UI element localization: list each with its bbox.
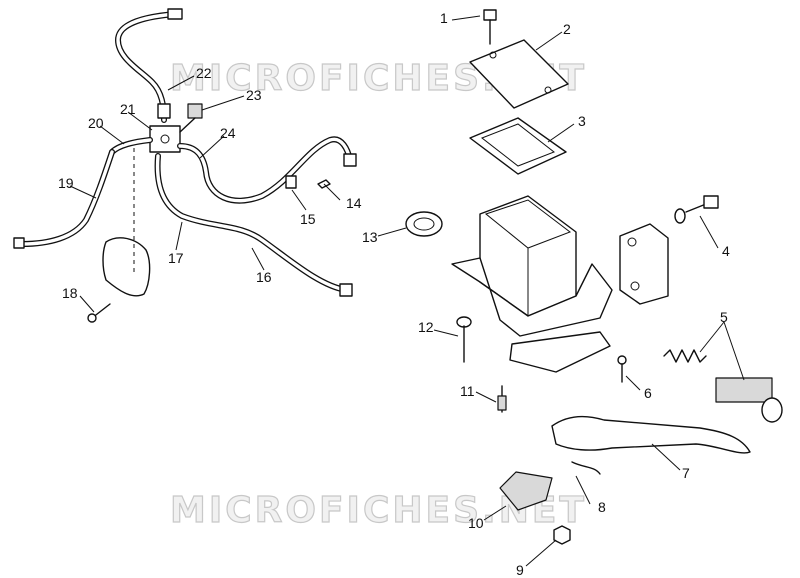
callout-24: 24 (220, 125, 236, 141)
screw-12 (456, 316, 472, 363)
fitting-19-end (13, 237, 25, 249)
fitting-22-bottom (157, 103, 171, 119)
adjuster-10 (499, 471, 553, 511)
callout-22: 22 (196, 65, 212, 81)
callout-3: 3 (578, 113, 586, 129)
hose-17-16 (154, 153, 353, 297)
callout-20: 20 (88, 115, 104, 131)
bolt-18 (87, 303, 111, 323)
callout-7: 7 (682, 465, 690, 481)
diaphragm-3 (469, 117, 567, 175)
brake-switch-23 (179, 103, 203, 133)
callout-5: 5 (720, 309, 728, 325)
leader-lines (69, 15, 745, 567)
master-cylinder-assembly (405, 9, 783, 545)
lever-bracket (509, 331, 611, 373)
hose-24 (177, 136, 357, 204)
hose-22 (115, 8, 183, 123)
callout-13: 13 (362, 229, 378, 245)
callout-23: 23 (246, 87, 262, 103)
clamp-body (451, 257, 613, 337)
callout-labels: 1 2 3 4 5 6 7 8 9 10 11 12 13 14 15 16 1… (58, 10, 730, 578)
callout-8: 8 (598, 499, 606, 515)
clip-15 (285, 175, 297, 189)
spring-piston-5 (663, 349, 783, 423)
pin-6 (617, 355, 627, 383)
hose-19 (13, 149, 115, 249)
seal-13 (405, 211, 443, 237)
spring-8 (571, 461, 601, 475)
brake-line-assembly (13, 8, 357, 323)
callout-19: 19 (58, 175, 74, 191)
bolt-4 (674, 195, 719, 224)
callout-16: 16 (256, 269, 272, 285)
clamp-4 (619, 223, 669, 305)
callout-4: 4 (722, 243, 730, 259)
callout-17: 17 (168, 250, 184, 266)
callout-1: 1 (440, 10, 448, 26)
callout-14: 14 (346, 195, 362, 211)
callout-21: 21 (120, 101, 136, 117)
fitting-16-end (339, 283, 353, 297)
callout-15: 15 (300, 211, 316, 227)
brake-lever-7 (551, 415, 751, 454)
screw-1 (483, 9, 497, 45)
fitting-24-end (343, 153, 357, 167)
reservoir-cover-2 (469, 39, 569, 109)
callout-9: 9 (516, 562, 524, 578)
callout-11: 11 (460, 383, 475, 399)
nut-9 (553, 525, 571, 545)
hose-20 (109, 137, 153, 155)
fitting-22-top (167, 8, 183, 20)
bolt-11 (497, 385, 507, 413)
frame-fragment (102, 237, 151, 297)
junction-block-21 (149, 125, 181, 153)
callout-12: 12 (418, 319, 434, 335)
callout-6: 6 (644, 385, 652, 401)
callout-10: 10 (468, 515, 484, 531)
callout-2: 2 (563, 21, 571, 37)
callout-18: 18 (62, 285, 78, 301)
